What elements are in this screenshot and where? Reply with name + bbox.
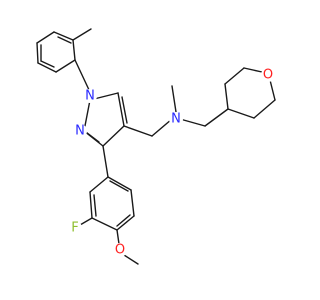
bond	[224, 67, 245, 85]
bond	[57, 36, 72, 44]
bond	[36, 42, 39, 64]
bond	[93, 194, 97, 217]
bond	[123, 125, 153, 137]
bond	[72, 39, 76, 61]
bond	[204, 108, 229, 127]
bond	[227, 108, 255, 119]
bond	[89, 191, 93, 219]
bond	[53, 31, 74, 41]
atom-label-n-pyrazole-2: N	[75, 124, 85, 139]
bond	[72, 28, 92, 41]
bond	[109, 180, 129, 192]
bond	[116, 229, 120, 245]
bond	[130, 189, 135, 217]
bond	[123, 254, 139, 265]
bond	[37, 62, 57, 73]
bond	[107, 176, 132, 191]
chemical-structure-diagram: N N N O F O	[36, 28, 276, 265]
bond	[40, 60, 55, 68]
bond	[269, 79, 276, 101]
bond	[89, 176, 109, 193]
bond	[224, 83, 229, 110]
bond	[151, 118, 173, 137]
bond	[121, 96, 128, 124]
atom-labels: N N N O F O	[68, 68, 275, 258]
bond	[179, 118, 206, 127]
bond	[83, 99, 91, 132]
atom-label-o-methoxy: O	[115, 243, 125, 258]
bond	[91, 217, 118, 231]
atom-label-fluorine: F	[71, 221, 78, 236]
bond	[102, 125, 125, 147]
atom-label-n-amine: N	[171, 112, 181, 127]
bond	[253, 99, 276, 119]
bond	[74, 59, 91, 93]
bond	[79, 217, 93, 226]
atom-label-n-pyrazole-1: N	[85, 89, 95, 104]
bond	[102, 145, 109, 178]
bond	[116, 214, 131, 227]
bond	[171, 85, 177, 113]
bond	[243, 67, 263, 73]
bond	[117, 92, 125, 127]
atom-label-o-oxane: O	[263, 68, 273, 83]
bond	[55, 59, 76, 73]
bond	[116, 215, 135, 231]
bond	[36, 31, 55, 44]
